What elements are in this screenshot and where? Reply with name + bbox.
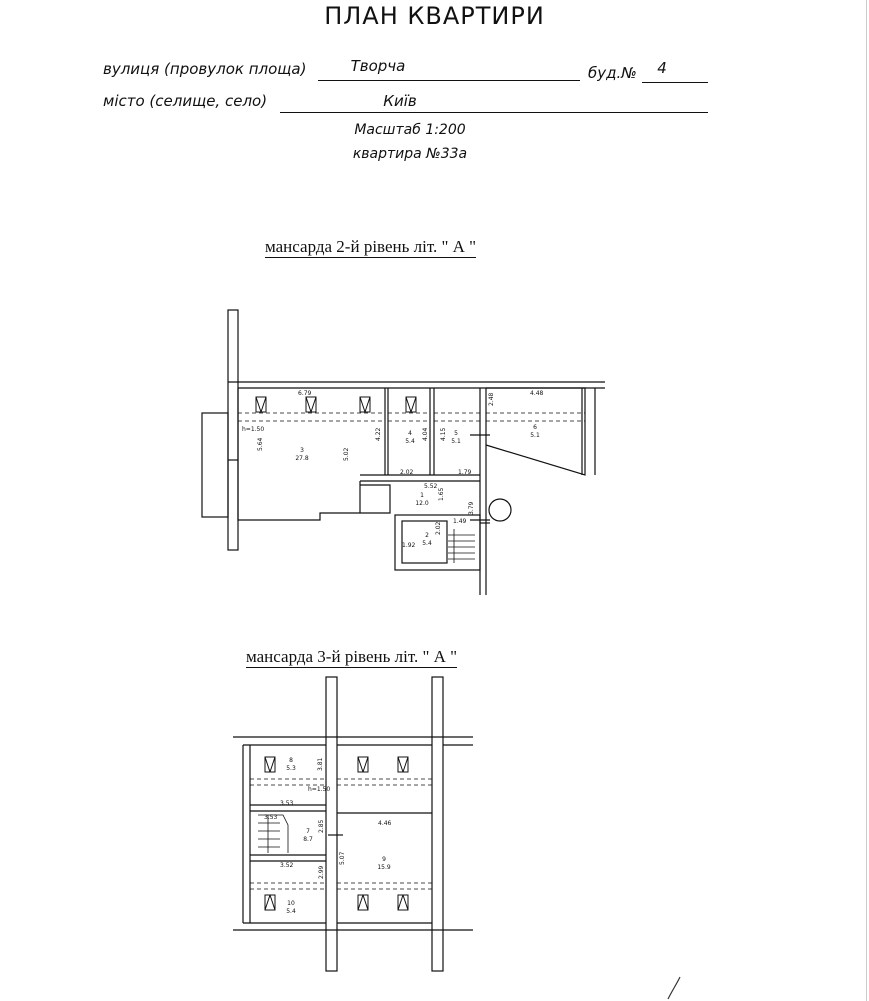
dim-502: 5.02 [343, 447, 350, 461]
dim-552: 5.52 [424, 483, 438, 490]
room3-area: 27.8 [295, 455, 309, 462]
height-l3: h=1.50 [308, 786, 330, 793]
dim-679: 6.79 [298, 390, 312, 397]
dim-285: 2.85 [318, 819, 325, 833]
room4-num: 4 [408, 430, 412, 437]
column-right-l3 [431, 676, 444, 972]
room5-area: 5.1 [451, 438, 461, 445]
room9-area: 15.9 [377, 864, 391, 871]
room8-area: 5.3 [286, 765, 296, 772]
dim-415: 4.15 [440, 427, 447, 441]
room4-area: 5.4 [405, 438, 415, 445]
room7-area: 8.7 [303, 836, 313, 843]
dim-179: 1.79 [458, 469, 472, 476]
dim-381: 3.81 [317, 757, 324, 771]
room10-num: 10 [287, 900, 295, 907]
street-value: Творча [350, 57, 406, 75]
dim-507: 5.07 [339, 851, 346, 865]
dim-165: 1.65 [438, 487, 445, 501]
building-value: 4 [657, 59, 667, 77]
street-underline [318, 80, 580, 81]
dim-448: 4.48 [530, 390, 544, 397]
dim-149: 1.49 [453, 518, 467, 525]
column-left [227, 309, 239, 551]
room6-area: 5.1 [530, 432, 540, 439]
room10-area: 5.4 [286, 908, 296, 915]
signature-mark [667, 976, 681, 1000]
left-annex [201, 412, 229, 518]
scale-label: Масштаб 1:200 [354, 122, 466, 138]
floor-plan-level3: 3.81 h=1.50 3.53 3.53 2.85 4.46 5.07 3.5… [233, 676, 473, 972]
dim-422: 4.22 [375, 427, 382, 441]
dim-564: 5.64 [257, 437, 264, 451]
room6-num: 6 [533, 424, 537, 431]
dim-404: 4.04 [422, 427, 429, 441]
city-value: Київ [383, 92, 417, 110]
room5-num: 5 [454, 430, 458, 437]
street-label: вулиця (провулок площа) [103, 60, 307, 78]
height-l2: h=1.50 [242, 426, 264, 433]
page-title: ПЛАН КВАРТИРИ [324, 2, 545, 30]
dim-192: 1.92 [402, 542, 416, 549]
room2-area: 5.4 [422, 540, 432, 547]
dim-352: 3.52 [280, 862, 294, 869]
dim-299: 2.99 [318, 865, 325, 879]
dim-202b: 2.02 [435, 521, 442, 535]
dim-202a: 2.02 [400, 469, 414, 476]
column-left-l3 [325, 676, 338, 972]
room1-num: 1 [420, 492, 424, 499]
scan-edge [866, 0, 867, 1001]
room1-area: 12.0 [415, 500, 429, 507]
city-underline [280, 112, 708, 113]
room7-num: 7 [306, 828, 310, 835]
level3-title: мансарда 3-й рівень літ. " А " [246, 647, 458, 668]
room8-num: 8 [289, 757, 293, 764]
city-label: місто (селище, село) [103, 92, 268, 110]
level2-title: мансарда 2-й рівень літ. " А " [265, 237, 477, 258]
dim-379: 3.79 [468, 501, 475, 515]
room3-num: 3 [300, 447, 304, 454]
dim-248: 2.48 [488, 392, 495, 406]
building-label: буд.№ [588, 64, 637, 82]
dim-446: 4.46 [378, 820, 392, 827]
dim-353b: 3.53 [264, 814, 278, 821]
floor-plan-level2: 6.79 4.48 2.48 h=1.50 5.64 5.02 4.22 4.0… [201, 309, 605, 595]
room2-num: 2 [425, 532, 429, 539]
building-underline [642, 82, 708, 83]
dim-353a: 3.53 [280, 800, 294, 807]
apartment-label: квартира №33а [352, 146, 468, 162]
room9-num: 9 [382, 856, 386, 863]
